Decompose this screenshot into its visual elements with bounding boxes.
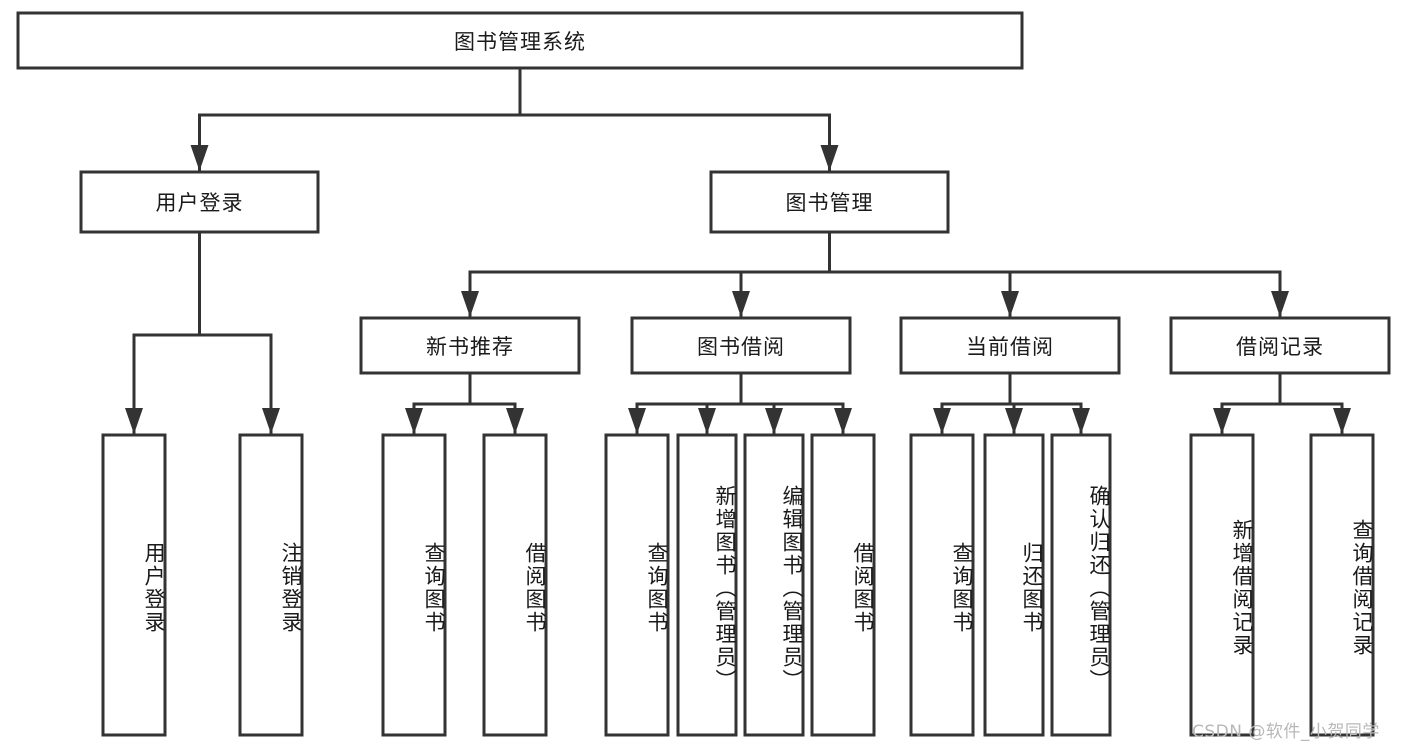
node-leaf-user-login[interactable] xyxy=(101,433,167,737)
arrow-head-icon-current-borrow xyxy=(1001,291,1019,317)
node-leaf-query-borrow-record[interactable] xyxy=(1309,433,1375,737)
arrow-head-icon-leaf-confirm-return xyxy=(1072,408,1090,434)
node-current-borrow[interactable] xyxy=(899,316,1121,375)
arrow-head-icon-book-borrow xyxy=(732,291,750,317)
arrow-head-icon-leaf-query-book-2 xyxy=(628,408,646,434)
node-leaf-logout-login[interactable] xyxy=(238,433,304,737)
arrow-head-icon-new-book-recommend xyxy=(461,291,479,317)
node-leaf-borrow-book-2[interactable] xyxy=(810,433,876,737)
node-leaf-query-book-2[interactable] xyxy=(604,433,670,737)
arrow-head-icon-borrow-record xyxy=(1271,291,1289,317)
node-book-borrow[interactable] xyxy=(630,316,852,375)
arrow-head-icon-leaf-add-book xyxy=(698,408,716,434)
node-leaf-confirm-return[interactable] xyxy=(1050,433,1112,737)
arrow-head-icon-leaf-query-book-3 xyxy=(933,408,951,434)
node-leaf-query-book-3[interactable] xyxy=(909,433,975,737)
arrow-head-icon-leaf-query-book-1 xyxy=(405,408,423,434)
arrow-head-icon-leaf-borrow-book-1 xyxy=(506,408,524,434)
node-leaf-edit-book[interactable] xyxy=(743,433,805,737)
node-box-layer xyxy=(16,11,1391,737)
node-leaf-borrow-book-1[interactable] xyxy=(482,433,548,737)
node-leaf-return-book[interactable] xyxy=(983,433,1045,737)
arrow-head-icon-leaf-add-borrow-record xyxy=(1213,408,1231,434)
node-user-login[interactable] xyxy=(79,170,320,234)
arrow-head-icon-leaf-logout-login xyxy=(262,408,280,434)
arrow-head-icon-user-login xyxy=(190,145,209,171)
node-borrow-record[interactable] xyxy=(1169,316,1391,375)
arrow-head-icon-leaf-borrow-book-2 xyxy=(834,408,852,434)
connector-layer xyxy=(125,66,1351,435)
arrow-head-icon-leaf-query-borrow-record xyxy=(1333,408,1351,434)
node-book-management[interactable] xyxy=(709,170,950,234)
arrow-head-icon-leaf-return-book xyxy=(1005,408,1023,434)
node-new-book-recommend[interactable] xyxy=(359,316,581,375)
node-leaf-query-book-1[interactable] xyxy=(381,433,447,737)
node-leaf-add-borrow-record[interactable] xyxy=(1189,433,1255,737)
arrow-head-icon-leaf-user-login xyxy=(125,408,143,434)
arrow-head-icon-book-management xyxy=(820,145,839,171)
node-leaf-add-book[interactable] xyxy=(676,433,738,737)
arrow-head-icon-leaf-edit-book xyxy=(765,408,783,434)
node-book-management-system[interactable] xyxy=(16,11,1024,70)
watermark-text: CSDN @软件_小贺同学 xyxy=(1192,722,1380,742)
